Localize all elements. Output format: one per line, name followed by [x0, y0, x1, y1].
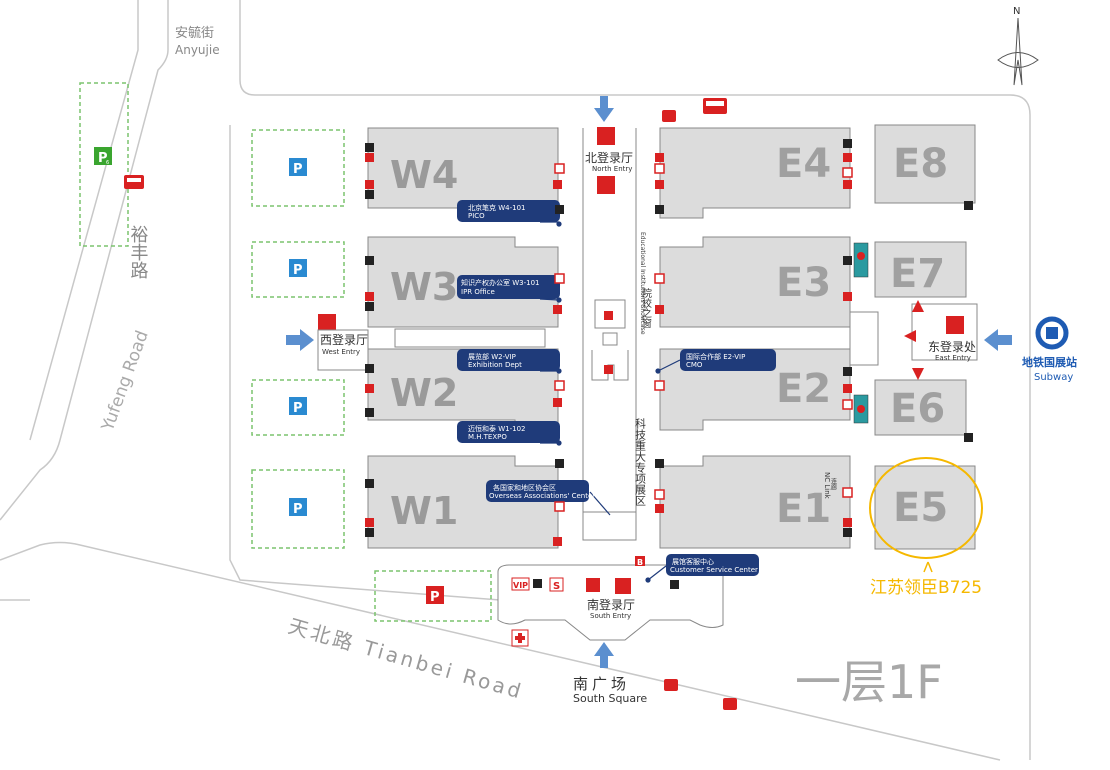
b-icon: B [635, 556, 645, 567]
road-lines [0, 0, 1031, 761]
hall-e2-label: E2 [776, 366, 831, 412]
entry-icons [318, 127, 964, 594]
bus-icon [703, 98, 727, 114]
hall-e3-label: E3 [776, 260, 831, 306]
ipr-cn: 知识产权办公室 W3-101 [461, 278, 540, 287]
yufeng-cn: 裕丰路 [128, 225, 149, 279]
parking-p3-a: P [289, 158, 307, 177]
highlight-pointer [923, 561, 933, 573]
north-entry-cn: 北登录厅 [585, 150, 633, 165]
cmo-cn: 国际合作部 E2-VIP [686, 352, 745, 361]
hall-w4-label: W4 [390, 153, 458, 197]
mh-texpo-cn: 迈恒和泰 W1-102 [468, 424, 526, 433]
vip-icon: VIP [511, 577, 530, 591]
highlight-label: 江苏领臣B725 [870, 578, 982, 598]
svg-text:6: 6 [106, 160, 109, 166]
west-hall-connectors [394, 328, 546, 348]
overseas-cn: 各国家和地区协会区 [493, 483, 556, 492]
first-aid-icon [511, 629, 529, 647]
edu-showcase-en: Educational Institutions Showcase [639, 232, 646, 335]
hall-w3-label: W3 [390, 265, 458, 309]
office-pointers [539, 221, 681, 583]
anyujie-en: Anyujie [175, 43, 220, 57]
north-entry-en: North Entry [592, 165, 632, 173]
nc-link-cn: 连廊 [830, 477, 837, 491]
hall-e7-label: E7 [890, 251, 945, 297]
east-entry-en: East Entry [935, 354, 971, 362]
subway-icon [1035, 316, 1069, 350]
hall-e1-label: E1 [776, 486, 831, 532]
east-red-arrows [904, 300, 924, 380]
svg-text:P: P [293, 162, 303, 177]
cmo-en: CMO [686, 361, 703, 369]
compass: N [997, 6, 1039, 86]
stairs-icon [586, 578, 600, 592]
yufeng-en: Yufeng Road [98, 328, 153, 435]
office-tags [457, 200, 776, 576]
hall-e8-label: E8 [893, 141, 948, 187]
svg-text:VIP: VIP [513, 581, 528, 590]
hall-e6-label: E6 [890, 386, 945, 432]
sci-tech-zone-cn: 科技重大专项展区 [634, 417, 647, 506]
south-entry-cn: 南登录厅 [587, 597, 635, 612]
floor-label: 一层1F [795, 655, 943, 709]
svg-text:P: P [293, 502, 303, 517]
hall-w2-label: W2 [390, 371, 458, 415]
west-entry-cn: 西登录厅 [320, 332, 368, 347]
luggage-icon [664, 679, 678, 691]
info-icons [554, 163, 853, 512]
south-entry-en: South Entry [590, 612, 631, 620]
parking-p6: P 6 [94, 147, 112, 166]
ipr-en: IPR Office [461, 288, 495, 296]
mh-texpo-en: M.H.TEXPO [468, 433, 507, 441]
south-square-en: South Square [573, 692, 647, 705]
exhibition-dept-cn: 展览部 W2-VIP [468, 352, 516, 361]
parking-lots [79, 82, 492, 622]
east-entry-cn: 东登录处 [928, 339, 976, 354]
tianbei-road: 天北路 Tianbei Road [286, 614, 527, 704]
luggage-icon [662, 110, 676, 122]
hall-e4-label: E4 [776, 141, 831, 187]
hall-e5-label: E5 [893, 485, 948, 531]
svg-text:B: B [637, 558, 643, 567]
anyujie-cn: 安毓街 [175, 25, 214, 41]
parking-p3-c: P [289, 397, 307, 416]
restroom-icons [365, 139, 973, 589]
svg-text:P: P [293, 401, 303, 416]
service-s-icon: S [549, 577, 564, 592]
west-entry-en: West Entry [322, 348, 360, 356]
east-connector [849, 303, 978, 366]
nc-link-en: NC Link [823, 472, 831, 500]
bus-icon [124, 175, 144, 189]
pico-cn: 北京笔克 W4-101 [468, 203, 526, 212]
exhibition-dept-en: Exhibition Dept [468, 361, 522, 369]
customer-service-cn: 展馆客服中心 [672, 557, 714, 566]
edu-showcase-cn: 院校之窗 [640, 287, 652, 329]
hall-w1-label: W1 [390, 489, 458, 533]
subway-cn: 地铁国展站 [1022, 355, 1077, 369]
west-entry-box [317, 329, 369, 371]
subway-en: Subway [1034, 372, 1073, 383]
exit-icons [365, 153, 852, 546]
highlight-circle [869, 457, 983, 559]
service-booths [853, 242, 869, 424]
svg-text:S: S [553, 581, 560, 592]
south-square-cn: 南广场 [573, 675, 630, 693]
pico-en: PICO [468, 212, 485, 220]
customer-service-en: Customer Service Center [670, 566, 758, 574]
overseas-en: Overseas Associations' Center [489, 492, 595, 500]
compass-north-label: N [1013, 6, 1020, 17]
east-halls [659, 124, 976, 550]
svg-text:P: P [98, 151, 108, 166]
taxi-icon [723, 698, 737, 710]
svg-text:P: P [430, 590, 440, 605]
parking-p1: P [426, 586, 444, 605]
entry-arrows [286, 96, 1012, 668]
svg-text:P: P [293, 263, 303, 278]
parking-p3-d: P [289, 498, 307, 517]
parking-p3-b: P [289, 259, 307, 278]
